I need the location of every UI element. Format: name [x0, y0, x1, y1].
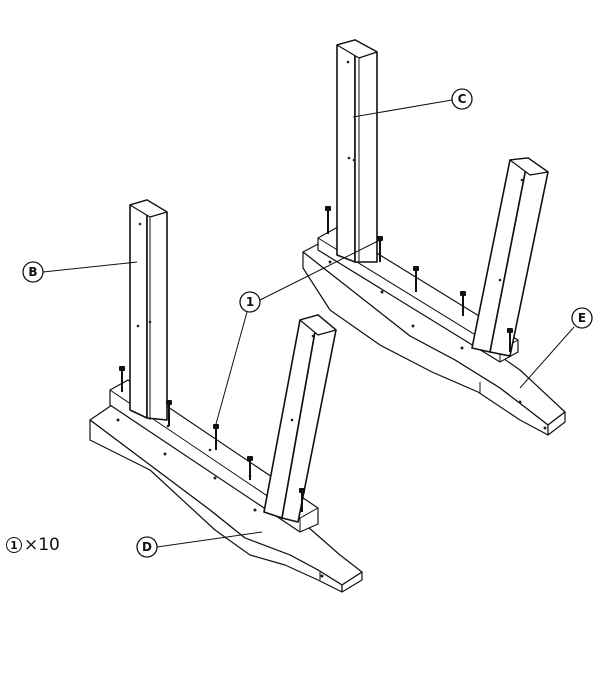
- leader-d: [156, 531, 263, 548]
- leader-e: [519, 326, 575, 389]
- rear-bolt: [460, 291, 466, 316]
- callout-e: E: [571, 307, 593, 329]
- front-bolt: [247, 456, 253, 480]
- rear-bolt: [507, 328, 513, 352]
- quantity-text: ×10: [24, 535, 60, 555]
- leader-hardware-rear: [259, 239, 381, 301]
- front-bolt: [299, 488, 305, 512]
- rear-bolt: [413, 266, 419, 292]
- leader-c: [352, 99, 453, 118]
- rear-bolt: [325, 206, 331, 234]
- leader-hardware-front: [215, 311, 248, 425]
- svg-text:C: C: [458, 92, 467, 106]
- svg-text:E: E: [578, 311, 586, 325]
- callout-b: B: [22, 261, 44, 283]
- hardware-quantity: 1 ×10: [6, 535, 60, 555]
- quantity-symbol: 1: [6, 537, 22, 553]
- callout-hardware: 1: [239, 291, 261, 313]
- callout-c: C: [451, 88, 473, 110]
- front-post-b-upright: [129, 199, 168, 421]
- front-bolt: [166, 400, 172, 426]
- front-bolt: [213, 424, 219, 450]
- rear-bolt: [377, 236, 383, 262]
- svg-text:B: B: [28, 265, 37, 279]
- front-post-b-angled: [263, 314, 337, 523]
- svg-text:1: 1: [246, 295, 254, 309]
- front-bolt: [119, 366, 125, 392]
- rear-post-c-upright: [336, 39, 378, 263]
- front-base-d: [89, 404, 363, 593]
- svg-text:D: D: [142, 540, 152, 554]
- rear-post-c-angled: [471, 157, 549, 357]
- callout-d: D: [136, 536, 158, 558]
- leader-b: [42, 261, 138, 273]
